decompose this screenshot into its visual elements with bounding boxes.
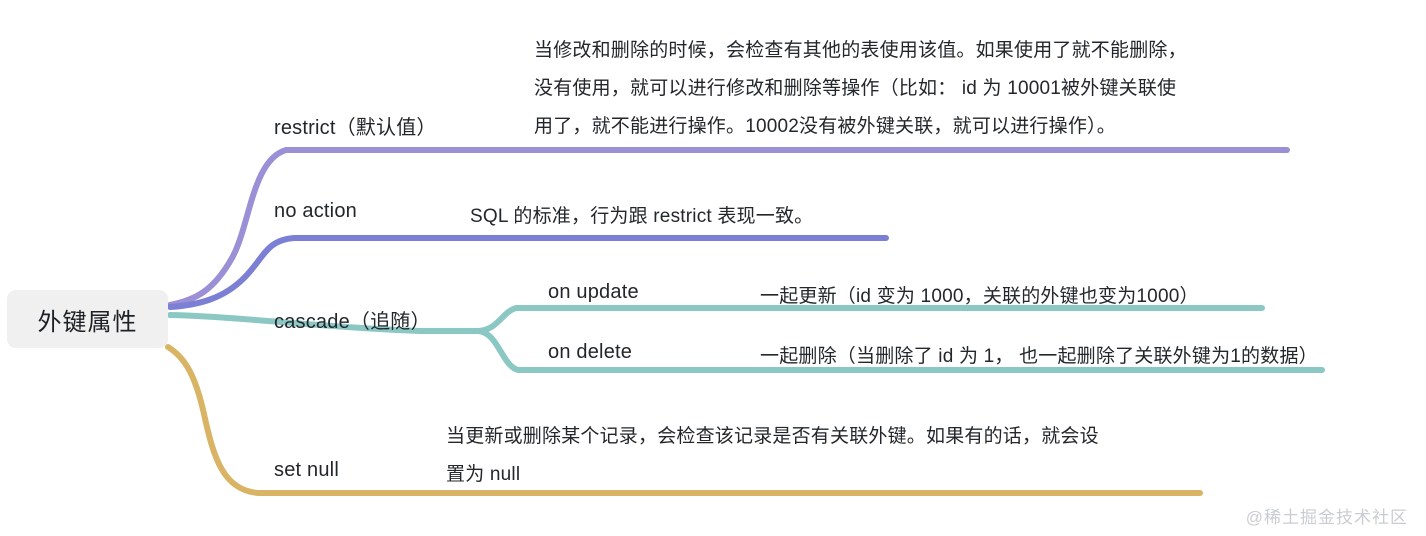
root-node[interactable]: 外键属性 <box>7 290 168 348</box>
node-description-on-delete: 一起删除（当删除了 id 为 1， 也一起删除了关联外键为1的数据） <box>760 346 1318 367</box>
node-label-no-action[interactable]: no action <box>274 200 357 222</box>
node-label-on-delete[interactable]: on delete <box>548 341 633 363</box>
node-description-restrict: 当修改和删除的时候，会检查有其他的表使用该值。如果使用了就不能删除， 没有使用，… <box>534 40 1187 137</box>
node-label-restrict[interactable]: restrict（默认值） <box>274 117 437 139</box>
node-description-on-update: 一起更新（id 变为 1000，关联的外键也变为1000） <box>760 286 1199 307</box>
watermark: @稀土掘金技术社区 <box>1245 508 1408 527</box>
node-label-cascade[interactable]: cascade（追随） <box>274 311 431 333</box>
node-description-no-action: SQL 的标准，行为跟 restrict 表现一致。 <box>470 206 814 227</box>
node-label-on-update[interactable]: on update <box>548 281 639 303</box>
node-description-set-null: 当更新或删除某个记录，会检查该记录是否有关联外键。如果有的话，就会设 置为 nu… <box>446 426 1099 485</box>
node-label-set-null[interactable]: set null <box>274 459 339 481</box>
root-node-label: 外键属性 <box>37 308 138 336</box>
